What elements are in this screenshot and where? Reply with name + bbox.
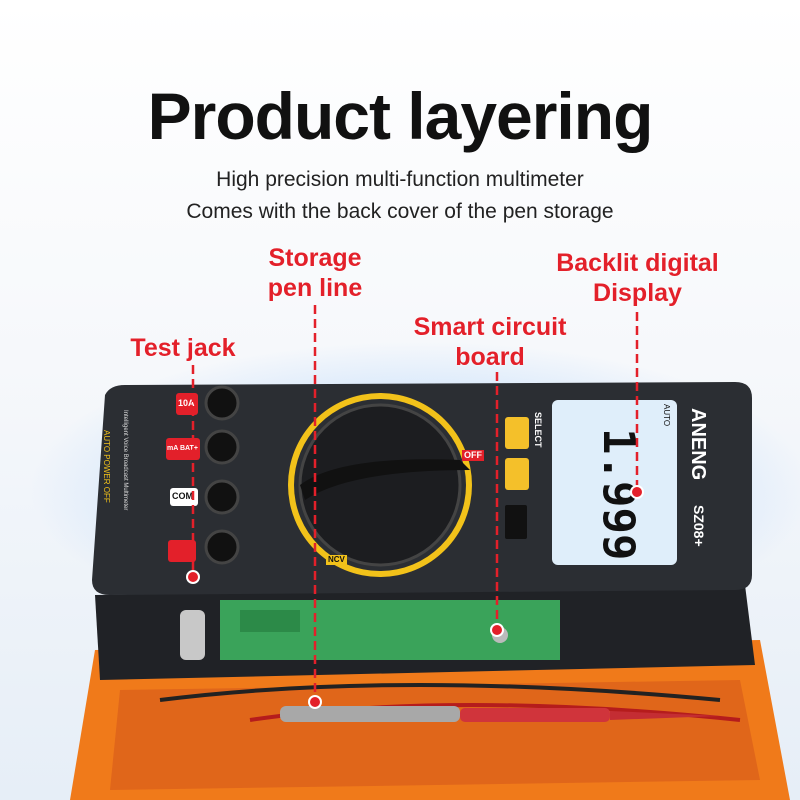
test-probe — [280, 706, 720, 722]
callout-storage-label-1: Storage — [268, 244, 362, 272]
callout-circuit-label-2: board — [455, 343, 525, 371]
auto-power-off-label: AUTO POWER OFF — [102, 430, 111, 503]
callout-test-jack: Test jack — [113, 333, 253, 363]
select-button — [505, 417, 529, 449]
callout-display-label-1: Backlit digital — [556, 249, 719, 277]
callout-circuit-label-1: Smart circuit — [413, 313, 567, 341]
description-label: Intelligent Voice Broadcast Multimeter — [122, 410, 128, 511]
subtitle-line-2: Comes with the back cover of the pen sto… — [186, 200, 614, 223]
display-auto-indicator: AUTO — [662, 404, 671, 427]
jack-ma-label: mA BAT+ — [167, 445, 198, 452]
callout-storage-label-2: pen line — [267, 274, 363, 302]
page-title: Product layering — [147, 79, 654, 153]
circuit-board-callout-dot — [490, 623, 504, 637]
storage-pen-callout-dot — [308, 695, 322, 709]
callout-display-label-2: Display — [593, 279, 682, 307]
multimeter-body — [92, 382, 752, 595]
com-label: COM — [172, 491, 193, 501]
model-label: SZ08+ — [691, 505, 707, 547]
select-label: SELECT — [533, 412, 543, 448]
callout-test-jack-label: Test jack — [130, 334, 236, 362]
subtitle-line-1: High precision multi-function multimeter — [216, 168, 584, 191]
off-label: OFF — [462, 450, 484, 461]
jack-10a-label: 10A — [178, 398, 195, 408]
callout-smart-circuit-board: Smart circuit board — [400, 312, 580, 372]
display-callout-dot — [630, 485, 644, 499]
brand-logo: ANENG — [687, 408, 709, 481]
callout-storage-pen-line: Storage pen line — [240, 243, 390, 303]
test-jacks — [166, 385, 240, 565]
ncv-label: NCV — [326, 555, 347, 565]
callout-backlit-display: Backlit digital Display — [540, 248, 735, 308]
hfe-socket — [505, 505, 527, 539]
hold-backlight-button — [505, 458, 529, 490]
test-jack-callout-dot — [186, 570, 200, 584]
lcd-display — [552, 400, 677, 565]
